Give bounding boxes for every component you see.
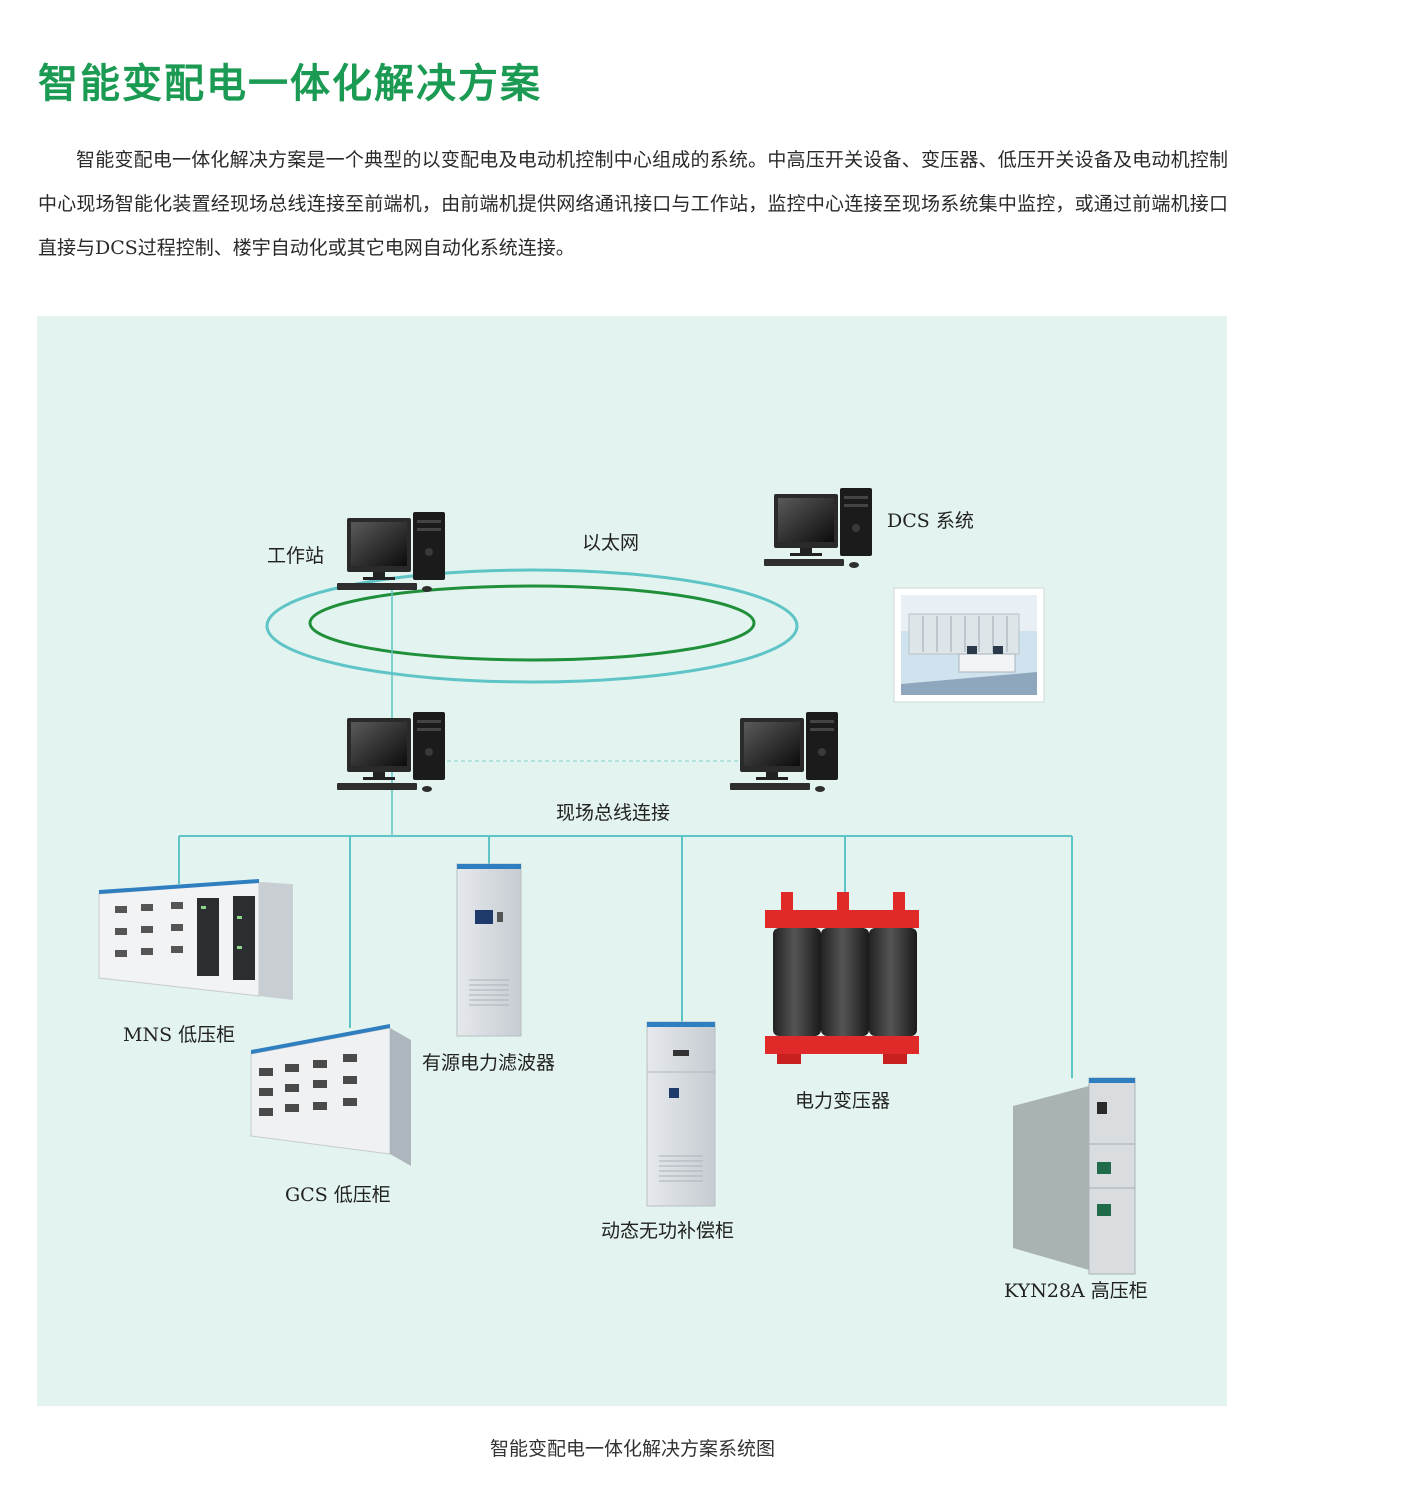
front-end-computer-icon bbox=[337, 712, 445, 792]
filter-label: 有源电力滤波器 bbox=[422, 1052, 556, 1074]
svc-cabinet-image bbox=[646, 1021, 716, 1207]
mns-label: MNS 低压柜 bbox=[123, 1024, 236, 1046]
transformer-image bbox=[765, 892, 919, 1064]
diagram-graphics bbox=[98, 488, 1136, 1275]
diagram-caption: 智能变配电一体化解决方案系统图 bbox=[489, 1438, 775, 1460]
transformer-label: 电力变压器 bbox=[795, 1090, 891, 1112]
gcs-cabinet-image bbox=[250, 1024, 411, 1166]
dcs-computer-icon bbox=[764, 488, 872, 568]
svc-label: 动态无功补偿柜 bbox=[601, 1220, 735, 1242]
fieldbus-label: 现场总线连接 bbox=[556, 802, 671, 824]
workstation-label: 工作站 bbox=[267, 545, 325, 567]
kyn-label: KYN28A 高压柜 bbox=[1004, 1280, 1148, 1302]
monitoring-center-photo bbox=[893, 587, 1045, 703]
intro-paragraph: 智能变配电一体化解决方案是一个典型的以变配电及电动机控制中心组成的系统。中高压开… bbox=[38, 149, 1228, 259]
page-title: 智能变配电一体化解决方案 bbox=[38, 61, 542, 107]
dcs-label: DCS 系统 bbox=[887, 510, 974, 532]
workstation-computer-icon bbox=[337, 512, 445, 592]
ethernet-label: 以太网 bbox=[582, 532, 640, 554]
kyn-cabinet-image bbox=[1013, 1077, 1136, 1275]
gcs-label: GCS 低压柜 bbox=[285, 1184, 391, 1206]
mns-cabinet-image bbox=[98, 879, 293, 1000]
filter-cabinet-image bbox=[456, 863, 522, 1037]
front-end-computer-2-icon bbox=[730, 712, 838, 792]
system-diagram: 工作站 以太网 DCS 系统 现场总线连接 MNS 低压柜 有源电力滤波器 电力… bbox=[37, 316, 1227, 1406]
